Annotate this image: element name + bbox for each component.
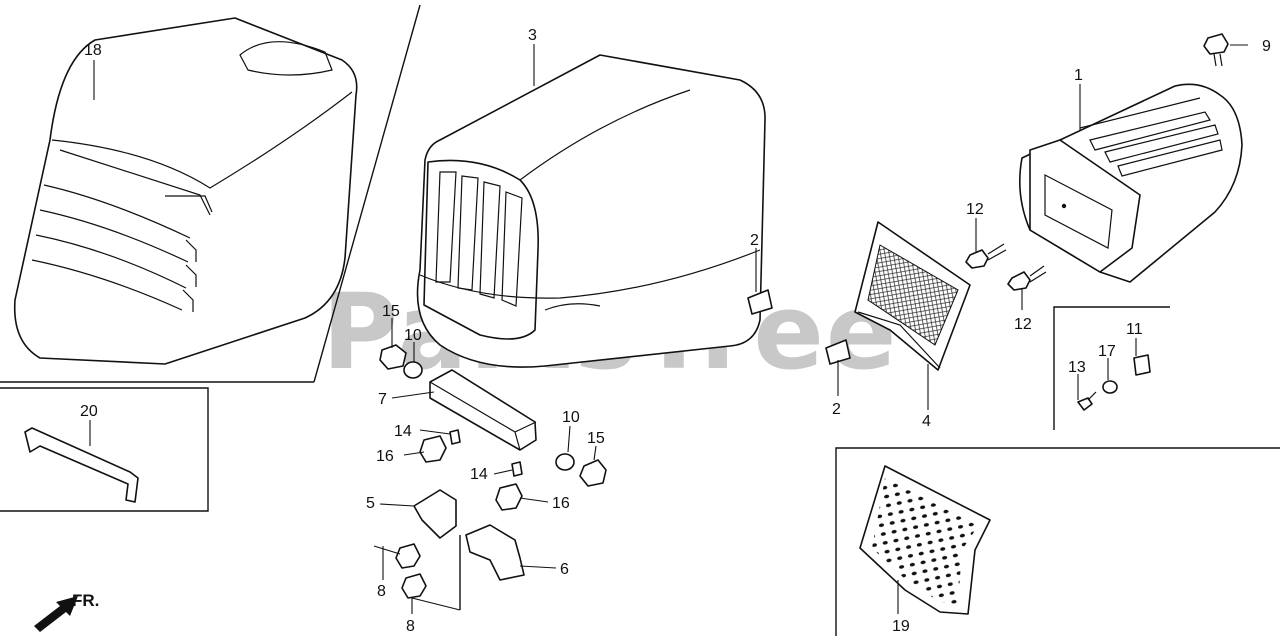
callout-16-left: 16 xyxy=(376,448,394,465)
callout-labels: 18 3 9 1 2 12 12 15 10 2 11 17 13 7 4 20… xyxy=(80,27,1271,635)
bracket-part xyxy=(429,369,537,451)
mesh-screen-part xyxy=(854,221,971,371)
callout-15-upper: 15 xyxy=(382,303,400,320)
small-bracket-parts xyxy=(413,489,525,581)
small-fasteners xyxy=(379,344,1151,599)
clip-parts xyxy=(747,289,851,365)
callout-4: 4 xyxy=(922,413,931,430)
callout-13: 13 xyxy=(1068,359,1086,376)
callout-5: 5 xyxy=(366,495,375,512)
callout-3: 3 xyxy=(528,27,537,44)
front-direction-arrow: FR. xyxy=(34,591,99,632)
callout-12-upper: 12 xyxy=(966,201,984,218)
callout-9: 9 xyxy=(1262,38,1271,55)
callout-20: 20 xyxy=(80,403,98,420)
callout-18: 18 xyxy=(84,42,102,59)
callout-17: 17 xyxy=(1098,343,1116,360)
callout-11: 11 xyxy=(1126,321,1143,338)
callout-14-right: 14 xyxy=(470,466,488,483)
callout-8-upper: 8 xyxy=(377,583,386,600)
callout-12-lower: 12 xyxy=(1014,316,1032,333)
heat-shield-part xyxy=(859,465,991,615)
callout-10-upper: 10 xyxy=(404,327,422,344)
callout-15-lower: 15 xyxy=(587,430,605,447)
callout-14-left: 14 xyxy=(394,423,412,440)
stay-part xyxy=(24,427,139,503)
engine-cover-part xyxy=(416,54,766,368)
leader-lines xyxy=(89,44,1248,614)
callout-2-upper: 2 xyxy=(750,232,759,249)
callout-2-lower: 2 xyxy=(832,401,841,418)
section-lines xyxy=(0,4,1280,636)
callout-10-lower: 10 xyxy=(562,409,580,426)
bolt-parts-12 xyxy=(965,243,1047,291)
air-duct-part xyxy=(1018,83,1243,283)
callout-6: 6 xyxy=(560,561,569,578)
bolt-part xyxy=(1203,33,1229,67)
callout-8-lower: 8 xyxy=(406,618,415,635)
callout-16-right: 16 xyxy=(552,495,570,512)
hood-part xyxy=(13,17,358,365)
callout-1: 1 xyxy=(1074,67,1083,84)
callout-7: 7 xyxy=(378,391,387,408)
front-direction-label: FR. xyxy=(72,591,99,610)
callout-19: 19 xyxy=(892,618,910,635)
